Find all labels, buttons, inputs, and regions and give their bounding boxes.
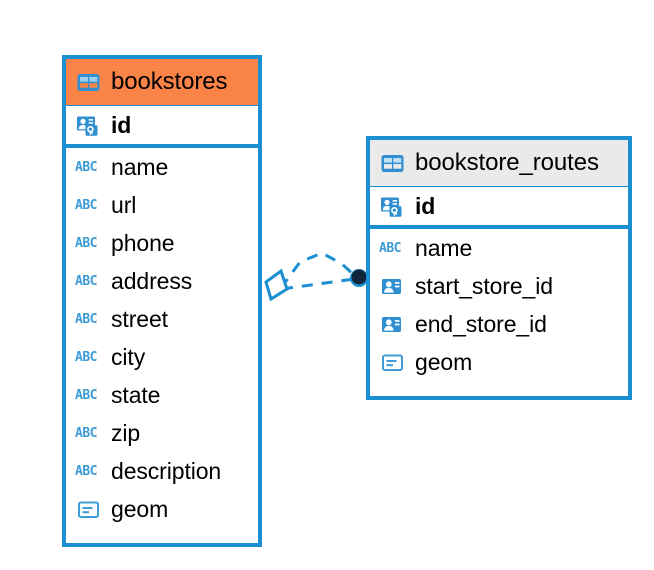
- entity-table-bookstores[interactable]: bookstores id ABC: [62, 55, 262, 547]
- geometry-icon: [379, 349, 406, 376]
- entity-field-row[interactable]: id: [66, 105, 258, 148]
- entity-field-row[interactable]: ABC city: [66, 338, 258, 376]
- abc-text-icon: ABC: [379, 235, 406, 262]
- entity-field-row[interactable]: ABC state: [66, 376, 258, 414]
- abc-icon-label: ABC: [75, 387, 97, 403]
- rhombus-endpoint-icon: [264, 268, 289, 302]
- foreign-key-icon: [379, 273, 406, 300]
- abc-text-icon: ABC: [75, 458, 102, 485]
- geometry-icon: [75, 496, 102, 523]
- entity-field-label: city: [111, 343, 146, 370]
- entity-field-row[interactable]: end_store_id: [370, 305, 628, 343]
- abc-text-icon: ABC: [75, 268, 102, 295]
- entity-field-row[interactable]: ABC phone: [66, 224, 258, 262]
- abc-icon-label: ABC: [379, 240, 401, 256]
- entity-field-row[interactable]: ABC description: [66, 452, 258, 490]
- entity-field-label: zip: [111, 419, 141, 446]
- abc-icon-label: ABC: [75, 197, 97, 213]
- entity-field-row[interactable]: geom: [370, 343, 628, 381]
- entity-field-row[interactable]: ABC street: [66, 300, 258, 338]
- table-icon: [379, 150, 406, 177]
- entity-field-row[interactable]: ABC address: [66, 262, 258, 300]
- entity-field-label: start_store_id: [415, 272, 553, 299]
- abc-text-icon: ABC: [75, 344, 102, 371]
- entity-field-row[interactable]: start_store_id: [370, 267, 628, 305]
- abc-icon-label: ABC: [75, 235, 97, 251]
- abc-icon-label: ABC: [75, 425, 97, 441]
- abc-icon-label: ABC: [75, 311, 97, 327]
- abc-text-icon: ABC: [75, 154, 102, 181]
- entity-title: bookstores: [111, 68, 228, 95]
- foreign-key-icon: [379, 311, 406, 338]
- entity-field-label: description: [111, 457, 222, 484]
- entity-field-row[interactable]: geom: [66, 490, 258, 528]
- entity-table-bookstore-routes[interactable]: bookstore_routes id ABC: [366, 136, 632, 400]
- entity-field-label: url: [111, 191, 137, 218]
- entity-field-label: street: [111, 305, 168, 332]
- abc-text-icon: ABC: [75, 306, 102, 333]
- circle-endpoint-icon: [351, 269, 367, 285]
- primary-key-icon: [379, 193, 406, 220]
- entity-field-label: address: [111, 267, 193, 294]
- entity-field-row[interactable]: id: [370, 186, 628, 229]
- primary-key-icon: [75, 112, 102, 139]
- entity-field-label: state: [111, 381, 161, 408]
- entity-field-row[interactable]: ABC name: [66, 148, 258, 186]
- abc-icon-label: ABC: [75, 463, 97, 479]
- entity-header-bookstore-routes[interactable]: bookstore_routes: [370, 140, 628, 186]
- entity-title: bookstore_routes: [415, 149, 599, 176]
- abc-icon-label: ABC: [75, 349, 97, 365]
- entity-field-label: name: [111, 153, 169, 180]
- entity-field-label: geom: [415, 348, 473, 375]
- entity-header-bookstores[interactable]: bookstores: [66, 59, 258, 105]
- entity-field-label: id: [415, 192, 436, 219]
- entity-field-label: geom: [111, 495, 169, 522]
- abc-text-icon: ABC: [75, 420, 102, 447]
- entity-field-label: id: [111, 111, 132, 138]
- relationship-line-upper: [279, 251, 357, 289]
- entity-field-label: phone: [111, 229, 175, 256]
- entity-field-row[interactable]: ABC zip: [66, 414, 258, 452]
- abc-text-icon: ABC: [75, 230, 102, 257]
- entity-field-label: name: [415, 234, 473, 261]
- table-icon: [75, 69, 102, 96]
- abc-text-icon: ABC: [75, 382, 102, 409]
- relationship-line-lower: [281, 277, 355, 291]
- entity-field-row[interactable]: ABC name: [370, 229, 628, 267]
- abc-icon-label: ABC: [75, 273, 97, 289]
- abc-text-icon: ABC: [75, 192, 102, 219]
- abc-icon-label: ABC: [75, 159, 97, 175]
- entity-field-row[interactable]: ABC url: [66, 186, 258, 224]
- entity-field-label: end_store_id: [415, 310, 547, 337]
